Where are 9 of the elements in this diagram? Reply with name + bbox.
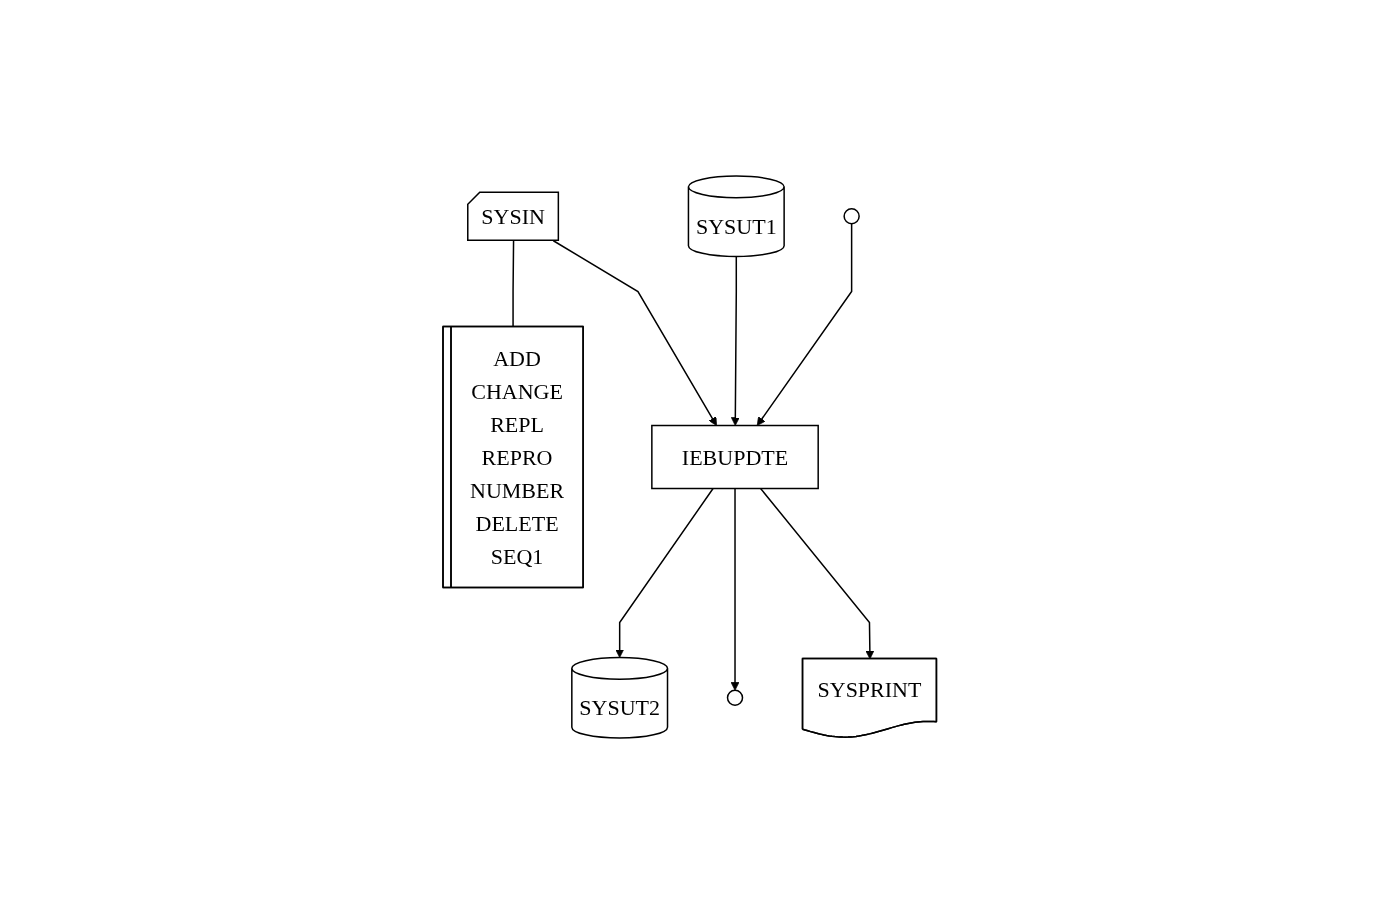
connector [512, 240, 515, 328]
arrow [552, 240, 717, 426]
arrow [730, 255, 740, 426]
node-circle [843, 208, 860, 225]
arrow [730, 487, 740, 691]
node-box: IEBUPDTE [650, 424, 819, 490]
arrow [615, 487, 714, 658]
arrow [756, 223, 853, 426]
node-circle [726, 689, 744, 706]
